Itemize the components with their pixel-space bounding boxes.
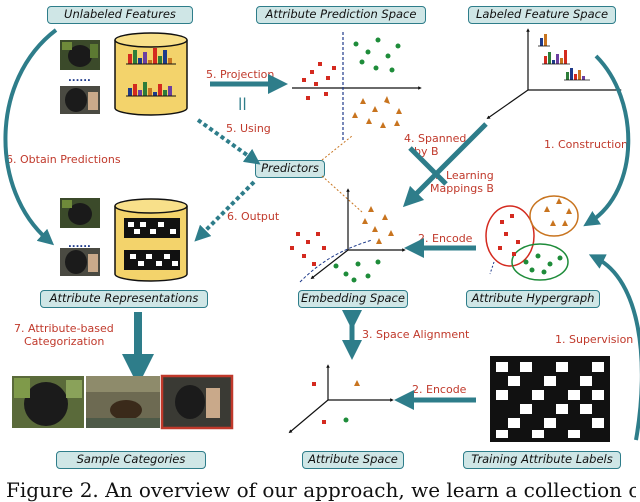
box-attribute-space: Attribute Space (302, 451, 404, 469)
arrow-obtain-predictions (3, 28, 58, 246)
attribute-prediction-plot (292, 30, 422, 140)
arrow-using (196, 118, 261, 165)
step-using: 5. Using (226, 122, 271, 135)
step-obtain-predictions: 6. Obtain Predictions (6, 153, 121, 166)
labeled-feature-axes (486, 28, 622, 120)
box-attribute-hypergraph: Attribute Hypergraph (466, 290, 600, 308)
embedding-plot (290, 188, 406, 283)
step-learning-line2: Mappings B (430, 182, 494, 195)
step-supervision: 1. Supervision (555, 333, 634, 346)
ellipsis-bottom: ...... (68, 239, 91, 250)
attribute-space-plot (288, 364, 394, 434)
sample-category-gorilla (12, 376, 84, 428)
step-encode-top: 2. Encode (418, 232, 473, 245)
box-training-attribute-labels: Training Attribute Labels (463, 451, 621, 469)
step-categorization-line1: 7. Attribute-based (14, 322, 114, 335)
feature-thumbnail-top (60, 40, 100, 70)
step-output: 6. Output (227, 210, 280, 223)
step-projection: 5. Projection (206, 68, 275, 81)
parallel-symbol: || (238, 96, 247, 110)
ellipsis-top: ...... (68, 73, 91, 84)
box-labeled-feature-space: Labeled Feature Space (468, 6, 616, 24)
step-spanned-line1: 4. Spanned (404, 132, 467, 145)
representation-thumbnail-bottom (60, 248, 100, 276)
cylinder-representations (114, 198, 188, 282)
step-categorization-line2: Categorization (24, 335, 105, 348)
representation-thumbnail-top (60, 198, 100, 228)
feature-thumbnail-top-2 (60, 86, 100, 114)
link-predictors-embedding (321, 175, 363, 213)
cylinder-unlabeled (114, 32, 188, 116)
sample-category-bear (86, 376, 160, 428)
step-space-alignment: 3. Space Alignment (362, 328, 470, 341)
box-predictors: Predictors (255, 160, 325, 178)
arrow-spanned (402, 122, 488, 208)
sample-category-highlighted (160, 374, 234, 430)
hypergraph (485, 195, 579, 281)
box-unlabeled-features: Unlabeled Features (47, 6, 193, 24)
box-sample-categories: Sample Categories (56, 451, 206, 469)
step-construction: 1. Construction (544, 138, 629, 151)
feature-bars-top (126, 48, 176, 97)
figure-caption: Figure 2. An overview of our approach, w… (6, 478, 636, 502)
box-attribute-representations: Attribute Representations (40, 290, 208, 308)
box-attribute-prediction-space: Attribute Prediction Space (256, 6, 426, 24)
training-label-matrix (490, 356, 610, 442)
step-encode-bottom: 2. Encode (412, 383, 467, 396)
arrow-learning (408, 146, 448, 186)
arrow-output (194, 180, 256, 242)
box-embedding-space: Embedding Space (298, 290, 408, 308)
link-predictors-prediction (321, 135, 353, 161)
step-learning-line1: 4. Learning (432, 169, 494, 182)
arrow-construction (583, 54, 631, 227)
